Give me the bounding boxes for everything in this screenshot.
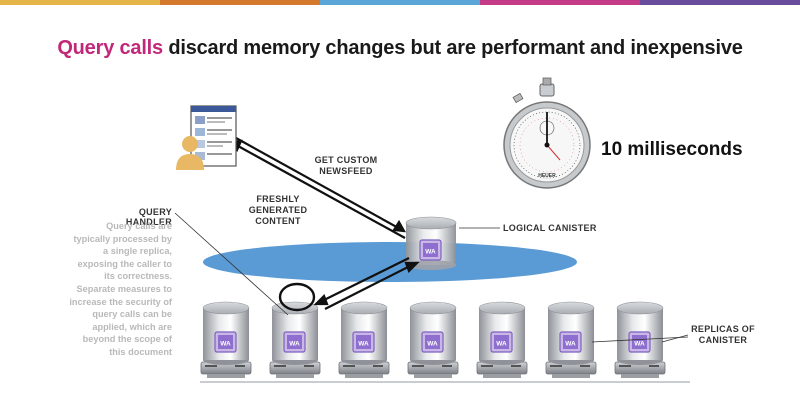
loop-arrow xyxy=(278,282,316,312)
title-accent: Query calls xyxy=(57,37,163,59)
replicas-pointer-2 xyxy=(591,336,689,343)
slide-title: Query calls discard memory changes but a… xyxy=(0,37,800,60)
replica-6 xyxy=(545,301,597,379)
desc-line: a single replica, xyxy=(103,246,172,257)
subnet-ellipse xyxy=(203,242,577,282)
desc-line: its correctness. xyxy=(104,271,172,282)
replica-1 xyxy=(200,301,252,379)
desc-line: exposing the caller to xyxy=(77,258,172,269)
label-replicas-of-canister: REPLICAS OF CANISTER xyxy=(688,324,758,346)
replica-3 xyxy=(338,301,390,379)
label-line: FRESHLY xyxy=(256,194,300,204)
label-line: NEWSFEED xyxy=(319,166,373,176)
desc-line: typically processed by xyxy=(73,233,172,244)
stripe-segment xyxy=(320,0,480,5)
desc-line: applied, which are xyxy=(92,321,172,332)
label-line: GENERATED xyxy=(248,205,308,215)
desc-line: query calls can be xyxy=(92,309,172,320)
stripe-segment xyxy=(640,0,800,5)
replica-2 xyxy=(269,301,321,379)
svg-text:WA: WA xyxy=(425,249,436,256)
label-get-custom-newsfeed: GET CUSTOM NEWSFEED xyxy=(311,155,381,177)
desc-line: Query calls are xyxy=(106,221,172,231)
desc-line: beyond the scope of xyxy=(82,334,172,345)
label-line: CONTENT xyxy=(255,216,301,226)
desc-line: increase the security of xyxy=(69,296,172,307)
label-logical-canister: LOGICAL CANISTER xyxy=(503,223,597,233)
stopwatch-brand: HEUER xyxy=(538,173,556,179)
stripe-segment xyxy=(0,0,160,5)
desc-line: this document xyxy=(109,346,172,357)
timing-label: 10 milliseconds xyxy=(601,139,743,160)
title-rest: discard memory changes but are performan… xyxy=(168,37,743,59)
top-color-stripe xyxy=(0,0,800,5)
label-freshly-generated-content: FRESHLY GENERATED CONTENT xyxy=(243,194,313,227)
label-line: REPLICAS OF xyxy=(691,324,755,334)
replica-5 xyxy=(476,301,528,379)
replica-arrows xyxy=(313,257,420,310)
replica-4 xyxy=(407,301,459,379)
stopwatch-icon: HEUER xyxy=(503,77,591,189)
stripe-segment xyxy=(480,0,640,5)
query-handler-description: Query calls are typically processed by a… xyxy=(58,220,172,359)
stripe-segment xyxy=(160,0,320,5)
label-line: CANISTER xyxy=(698,335,748,345)
user-screen-illustration xyxy=(190,105,237,167)
desc-line: Separate measures to xyxy=(76,283,173,294)
user-icon xyxy=(176,136,204,170)
handler-pointer xyxy=(174,212,289,316)
label-line: GET CUSTOM xyxy=(314,155,378,165)
label-query-handler: QUERY HANDLER xyxy=(125,207,172,227)
replicas-pointer-1 xyxy=(661,334,689,343)
replica-7 xyxy=(614,301,666,379)
